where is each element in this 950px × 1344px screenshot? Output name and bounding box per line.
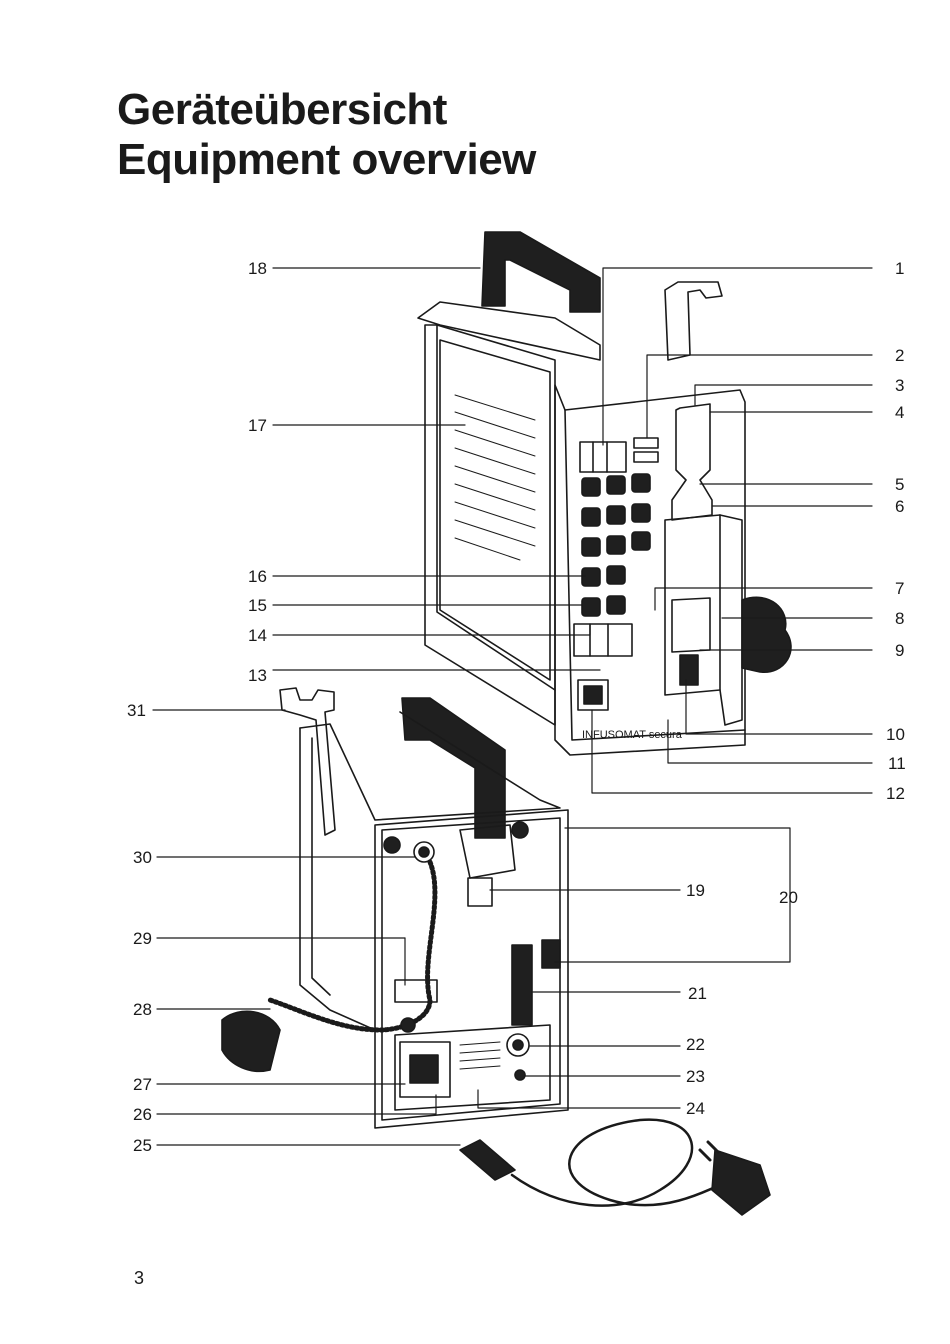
callout-14: 14 (248, 627, 267, 644)
callout-30: 30 (133, 849, 152, 866)
callout-28: 28 (133, 1001, 152, 1018)
callout-9: 9 (895, 642, 904, 659)
rear-panel (375, 810, 568, 1128)
front-pump: INFUSOMAT secura (418, 232, 791, 755)
callout-5: 5 (895, 476, 904, 493)
callout-12: 12 (886, 785, 905, 802)
callout-6: 6 (895, 498, 904, 515)
callout-11: 11 (888, 755, 906, 772)
rear-pump (222, 688, 568, 1128)
power-cord (460, 1120, 770, 1215)
callout-23: 23 (686, 1068, 705, 1085)
callout-25: 25 (133, 1137, 152, 1154)
callout-20: 20 (779, 889, 798, 906)
side-panel (425, 325, 555, 725)
callout-31: 31 (127, 702, 146, 719)
callout-24: 24 (686, 1100, 705, 1117)
callout-8: 8 (895, 610, 904, 627)
callout-4: 4 (895, 404, 904, 421)
callout-29: 29 (133, 930, 152, 947)
callout-27: 27 (133, 1076, 152, 1093)
callout-3: 3 (895, 377, 904, 394)
callout-18: 18 (248, 260, 267, 277)
callout-13: 13 (248, 667, 267, 684)
callout-22: 22 (686, 1036, 705, 1053)
page-number: 3 (134, 1268, 144, 1289)
callout-16: 16 (248, 568, 267, 585)
callout-17: 17 (248, 417, 267, 434)
callout-15: 15 (248, 597, 267, 614)
callout-21: 21 (688, 985, 707, 1002)
callout-7: 7 (895, 580, 904, 597)
top-carry-handle (482, 232, 600, 312)
callout-19: 19 (686, 882, 705, 899)
callout-2: 2 (895, 347, 904, 364)
callout-26: 26 (133, 1106, 152, 1123)
callout-1: 1 (895, 260, 904, 277)
callout-10: 10 (886, 726, 905, 743)
